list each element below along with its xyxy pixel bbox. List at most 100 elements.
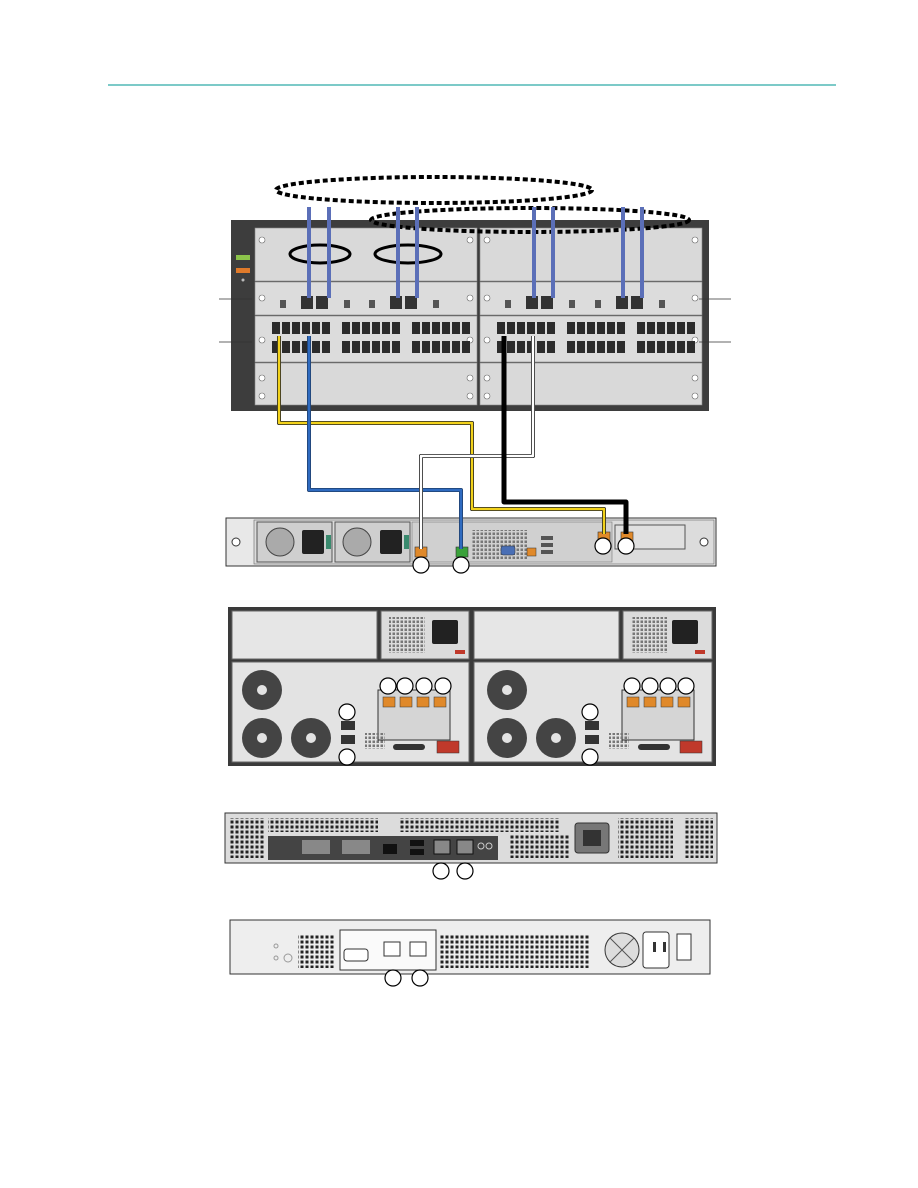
callout-circle [412, 970, 428, 986]
callout-circle [624, 678, 640, 694]
rj45-port-icon [432, 341, 440, 353]
rj45-port-icon [597, 322, 605, 334]
power-inlet-icon [380, 530, 402, 554]
rj45-port-icon [412, 322, 420, 334]
rj45-port-icon [422, 341, 430, 353]
rj45-port-icon [342, 322, 350, 334]
server-1u [226, 518, 716, 566]
callout-circle [457, 863, 473, 879]
callout-circle [413, 557, 429, 573]
status-led-green [236, 255, 250, 260]
vga-port-icon [344, 949, 368, 961]
callout-circle [435, 678, 451, 694]
vent-area [298, 934, 334, 968]
vent-area [230, 818, 264, 858]
rj45-port-icon [392, 322, 400, 334]
power-inlet-icon [432, 620, 458, 644]
callout-circle [380, 678, 396, 694]
rj45-port-icon [412, 341, 420, 353]
psu-panel-right [474, 611, 619, 659]
rj45-port-icon [322, 322, 330, 334]
vent-area [400, 818, 560, 832]
rj45-port-icon [342, 341, 350, 353]
rj45-port-icon [667, 322, 675, 334]
rj45-port-icon [657, 341, 665, 353]
fan-icon [343, 528, 371, 556]
usb-port-icon [541, 550, 553, 554]
fan-icon [266, 528, 294, 556]
rj45-port-icon [567, 322, 575, 334]
rj45-port-icon [597, 341, 605, 353]
rj45-port-icon [362, 322, 370, 334]
sas-port [437, 741, 459, 753]
vent-area [618, 818, 673, 858]
rj45-port-icon [527, 548, 536, 556]
rj45-port-icon [452, 341, 460, 353]
rj45-port-icon [517, 341, 525, 353]
rj45-port-icon [282, 322, 290, 334]
rj45-port-icon [587, 322, 595, 334]
trunk-ellipse-dashed-upper [276, 177, 592, 203]
appliance-1u [230, 920, 710, 974]
rj45-port-icon [587, 341, 595, 353]
callout-circle [339, 749, 355, 765]
rj45-port-icon [577, 322, 585, 334]
callout-circle [618, 538, 634, 554]
rj45-port-icon [384, 942, 400, 956]
callout-circle [416, 678, 432, 694]
rj45-port-icon [282, 341, 290, 353]
rj45-port-icon [497, 322, 505, 334]
callout-circle [595, 538, 611, 554]
rj45-port-icon [667, 341, 675, 353]
usb-port-icon [541, 543, 553, 547]
rj45-port-icon [452, 322, 460, 334]
rj45-port-icon [312, 322, 320, 334]
rj45-port-icon [442, 341, 450, 353]
rj45-port-icon [272, 322, 280, 334]
vent-area [365, 733, 385, 749]
power-supply [257, 522, 332, 562]
power-inlet-icon [672, 620, 698, 644]
rj45-port-icon [677, 341, 685, 353]
vent-area [609, 733, 629, 749]
rj45-port-icon [687, 341, 695, 353]
rj45-port-icon [322, 341, 330, 353]
rj45-port-icon [410, 942, 426, 956]
rj45-port-icon [607, 341, 615, 353]
usb-port-icon [383, 844, 397, 854]
rj45-port-icon [647, 322, 655, 334]
rj45-port-icon [457, 840, 473, 854]
vent-area [268, 818, 378, 832]
rack-ear-screw [232, 538, 240, 546]
server-1u-second [225, 813, 717, 863]
rj45-port-icon [432, 322, 440, 334]
rj45-port-icon [637, 341, 645, 353]
rj45-port-icon [617, 322, 625, 334]
callout-circle [339, 704, 355, 720]
rj45-port-icon [567, 341, 575, 353]
power-inlet-icon [302, 530, 324, 554]
rj45-port-icon [462, 341, 470, 353]
serial-port [638, 744, 670, 750]
power-supply [335, 522, 410, 562]
rj45-port-icon [547, 341, 555, 353]
vent-area [631, 617, 667, 653]
status-led-small [242, 279, 245, 282]
rj45-port-icon [517, 322, 525, 334]
module-slot-right-top [480, 228, 702, 281]
rj45-port-icon [292, 341, 300, 353]
serial-port [393, 744, 425, 750]
vent-area [389, 617, 425, 653]
rj45-port-icon [392, 341, 400, 353]
rj45-port-icon [382, 341, 390, 353]
rj45-port-icon [302, 322, 310, 334]
rj45-port-icon [537, 322, 545, 334]
rj45-port-icon [617, 341, 625, 353]
psu-panel-left [232, 611, 377, 659]
rj45-port-icon [577, 341, 585, 353]
rj45-port-icon [362, 341, 370, 353]
rj45-port-icon [677, 322, 685, 334]
rj45-port-icon [292, 322, 300, 334]
rj45-port-icon [422, 322, 430, 334]
rj45-port-icon [657, 322, 665, 334]
